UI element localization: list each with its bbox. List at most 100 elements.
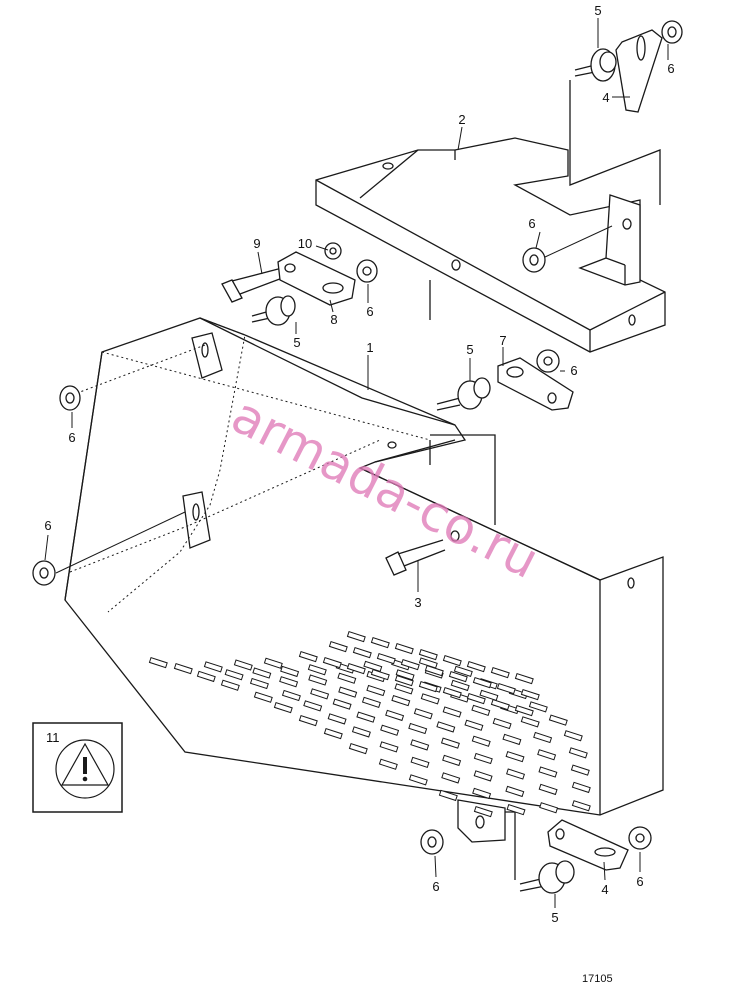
vent-slot <box>436 721 456 733</box>
vent-slot <box>298 714 318 727</box>
vent-slot <box>438 789 458 802</box>
vent-slot <box>370 668 390 681</box>
vent-slot <box>440 737 460 749</box>
vent-slot <box>279 676 299 688</box>
vent-slot <box>370 636 390 649</box>
bolt <box>385 539 446 576</box>
callout-1: 1 <box>366 340 373 355</box>
vent-slot <box>379 741 399 753</box>
callout-5: 5 <box>293 335 300 350</box>
callout-5: 5 <box>594 3 601 18</box>
vent-slot <box>363 660 383 673</box>
callout-10: 10 <box>298 236 312 251</box>
rubber-mount <box>436 377 491 411</box>
vent-slot <box>332 698 352 710</box>
flange-nut <box>628 826 652 850</box>
vent-slot <box>394 683 414 695</box>
vent-slot <box>442 754 462 767</box>
vent-slot <box>537 749 557 761</box>
vent-slot <box>394 674 414 687</box>
vent-slot <box>400 658 420 671</box>
callout-7: 7 <box>499 333 506 348</box>
vent-slot <box>453 665 473 677</box>
vent-slot <box>528 701 548 713</box>
vent-slot <box>338 686 358 698</box>
vent-slot <box>418 648 438 661</box>
vent-slot <box>442 706 462 718</box>
vent-slot <box>473 805 493 818</box>
callout-6: 6 <box>528 216 535 231</box>
vent-slot <box>249 677 269 690</box>
callout-6: 6 <box>432 879 439 894</box>
callout-9: 9 <box>253 236 260 251</box>
vent-slot <box>408 722 428 735</box>
callout-4: 4 <box>602 90 609 105</box>
vent-slot <box>514 704 534 717</box>
flange-nut <box>522 247 546 273</box>
vent-slot <box>253 691 273 703</box>
vent-slot <box>570 764 590 776</box>
vent-slot <box>520 688 540 701</box>
vent-slot <box>281 689 301 702</box>
vent-slot <box>391 694 411 707</box>
leader-lines <box>44 18 669 908</box>
callout-5: 5 <box>551 910 558 925</box>
vent-slot <box>472 787 492 800</box>
vent-slot <box>539 802 559 814</box>
callout-6: 6 <box>636 874 643 889</box>
plate <box>277 251 356 306</box>
rubber-mount <box>574 48 617 82</box>
vent-slot <box>273 701 293 714</box>
flange-nut <box>536 349 560 373</box>
vent-slot <box>346 630 366 643</box>
vent-slot <box>490 666 510 679</box>
callout-2: 2 <box>458 112 465 127</box>
vent-slot <box>420 693 440 705</box>
rubber-mount <box>519 860 575 894</box>
callout-3: 3 <box>414 595 421 610</box>
vent-slot <box>413 708 433 720</box>
callout-11: 11 <box>46 730 60 745</box>
vent-slot <box>410 756 430 768</box>
vent-slot <box>408 774 428 786</box>
callout-4: 4 <box>601 882 608 897</box>
vent-slot <box>471 704 491 716</box>
vent-slot <box>490 698 510 711</box>
vent-slot <box>538 783 558 796</box>
vent-slot <box>173 662 193 675</box>
vent-slot <box>224 669 244 681</box>
callout-8: 8 <box>330 312 337 327</box>
vent-slot <box>310 688 330 700</box>
warning-box: 11 <box>32 722 123 813</box>
rubber-mount <box>251 295 296 326</box>
vent-slot <box>506 768 526 780</box>
vent-slot <box>548 714 568 726</box>
vent-slot <box>327 713 347 725</box>
vent-slot <box>308 674 328 686</box>
vent-slot <box>466 660 486 673</box>
vent-slot <box>505 750 525 763</box>
vent-slot <box>328 640 348 653</box>
vent-slot <box>479 689 499 701</box>
callout-6: 6 <box>667 61 674 76</box>
vent-slot <box>473 770 493 782</box>
vent-slot <box>471 735 491 747</box>
vent-slot <box>380 724 400 736</box>
vent-slot <box>473 752 493 765</box>
vent-slot <box>252 667 272 679</box>
vent-slot <box>148 656 168 669</box>
vent-slot <box>220 679 240 691</box>
vent-slot <box>394 642 414 655</box>
vent-slot <box>448 670 468 683</box>
ventilation-slots <box>148 630 591 818</box>
vent-slot <box>442 686 462 699</box>
callout-6: 6 <box>44 518 51 533</box>
vent-slot <box>506 803 526 816</box>
vent-slot <box>303 700 323 712</box>
vent-slot <box>352 646 372 659</box>
vent-slot <box>450 679 470 692</box>
callout-numbers: 5 6 4 2 6 9 10 8 6 5 1 5 7 6 6 6 3 6 4 6… <box>44 3 674 925</box>
vent-slot <box>441 772 461 784</box>
callout-6: 6 <box>366 304 373 319</box>
